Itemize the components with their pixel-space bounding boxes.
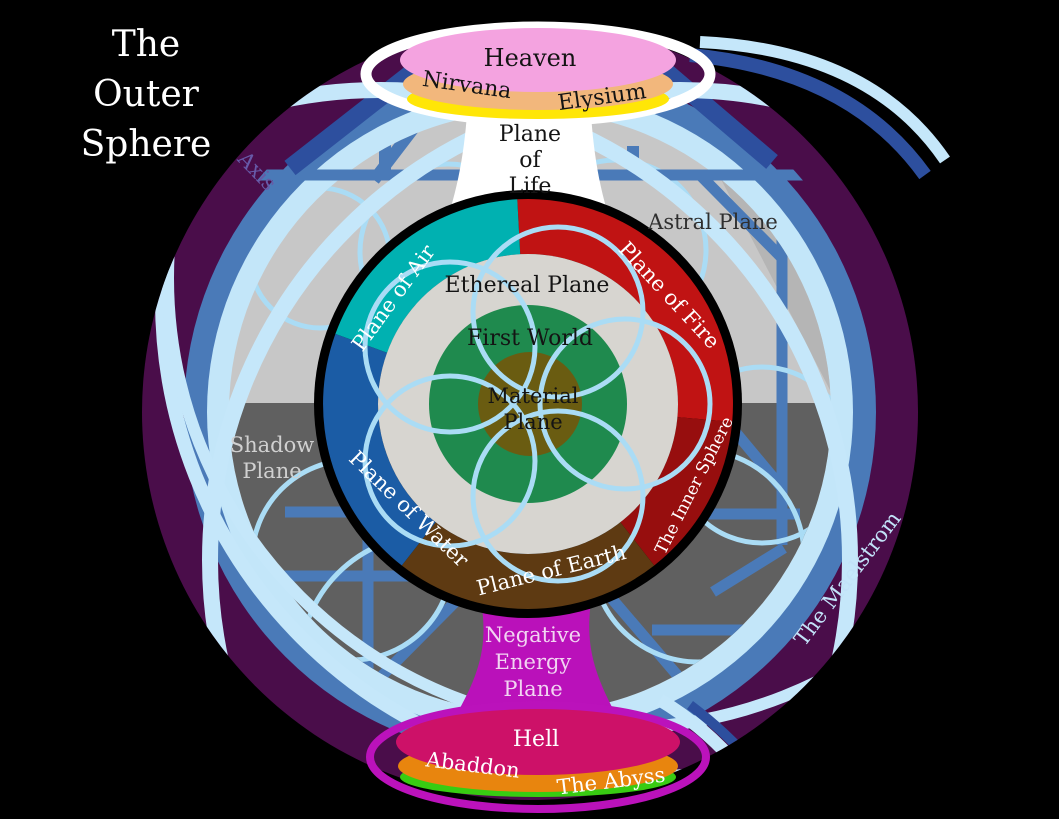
material-plane-label-line2: Plane xyxy=(503,410,562,434)
negative-energy-region xyxy=(450,594,622,737)
negative-energy-label-line1: Negative xyxy=(485,623,581,647)
plane-of-fire-segment xyxy=(517,199,733,422)
fire-dark-segment xyxy=(620,417,733,566)
upper-stack-outline xyxy=(360,21,716,127)
negative-energy-label-line2: Energy xyxy=(495,650,572,674)
upper-planes-stack xyxy=(360,21,716,127)
shadow-plane-label-line1: Shadow xyxy=(230,433,315,457)
plane-of-air-segment xyxy=(335,199,521,353)
lower-stack-outline xyxy=(366,701,710,813)
hell-label: Hell xyxy=(513,727,559,752)
page-title-line1: The xyxy=(112,24,181,65)
top-right-arcs xyxy=(689,36,950,180)
heaven-ellipse xyxy=(400,28,676,92)
first-world-label: First World xyxy=(467,326,593,351)
material-plane-label-line1: Material xyxy=(488,384,579,408)
plane-of-life-label-line1: Plane xyxy=(499,122,561,147)
petal-circles xyxy=(362,224,713,584)
hell-ellipse xyxy=(396,709,680,775)
plane-of-water-segment xyxy=(323,333,436,566)
page-title-line3: Sphere xyxy=(81,124,212,165)
heaven-label: Heaven xyxy=(484,44,577,72)
plane-of-life-label-line2: of xyxy=(519,148,542,173)
inner-sphere xyxy=(314,190,742,618)
lower-planes-stack xyxy=(366,701,710,813)
ethereal-plane-label: Ethereal Plane xyxy=(445,273,610,298)
page-title-line2: Outer xyxy=(93,74,199,115)
negative-energy-label-line3: Plane xyxy=(503,677,562,701)
astral-plane-label: Astral Plane xyxy=(647,210,778,234)
plane-of-life-label-line3: Life xyxy=(509,174,552,199)
shadow-plane-label-line2: Plane xyxy=(242,459,301,483)
